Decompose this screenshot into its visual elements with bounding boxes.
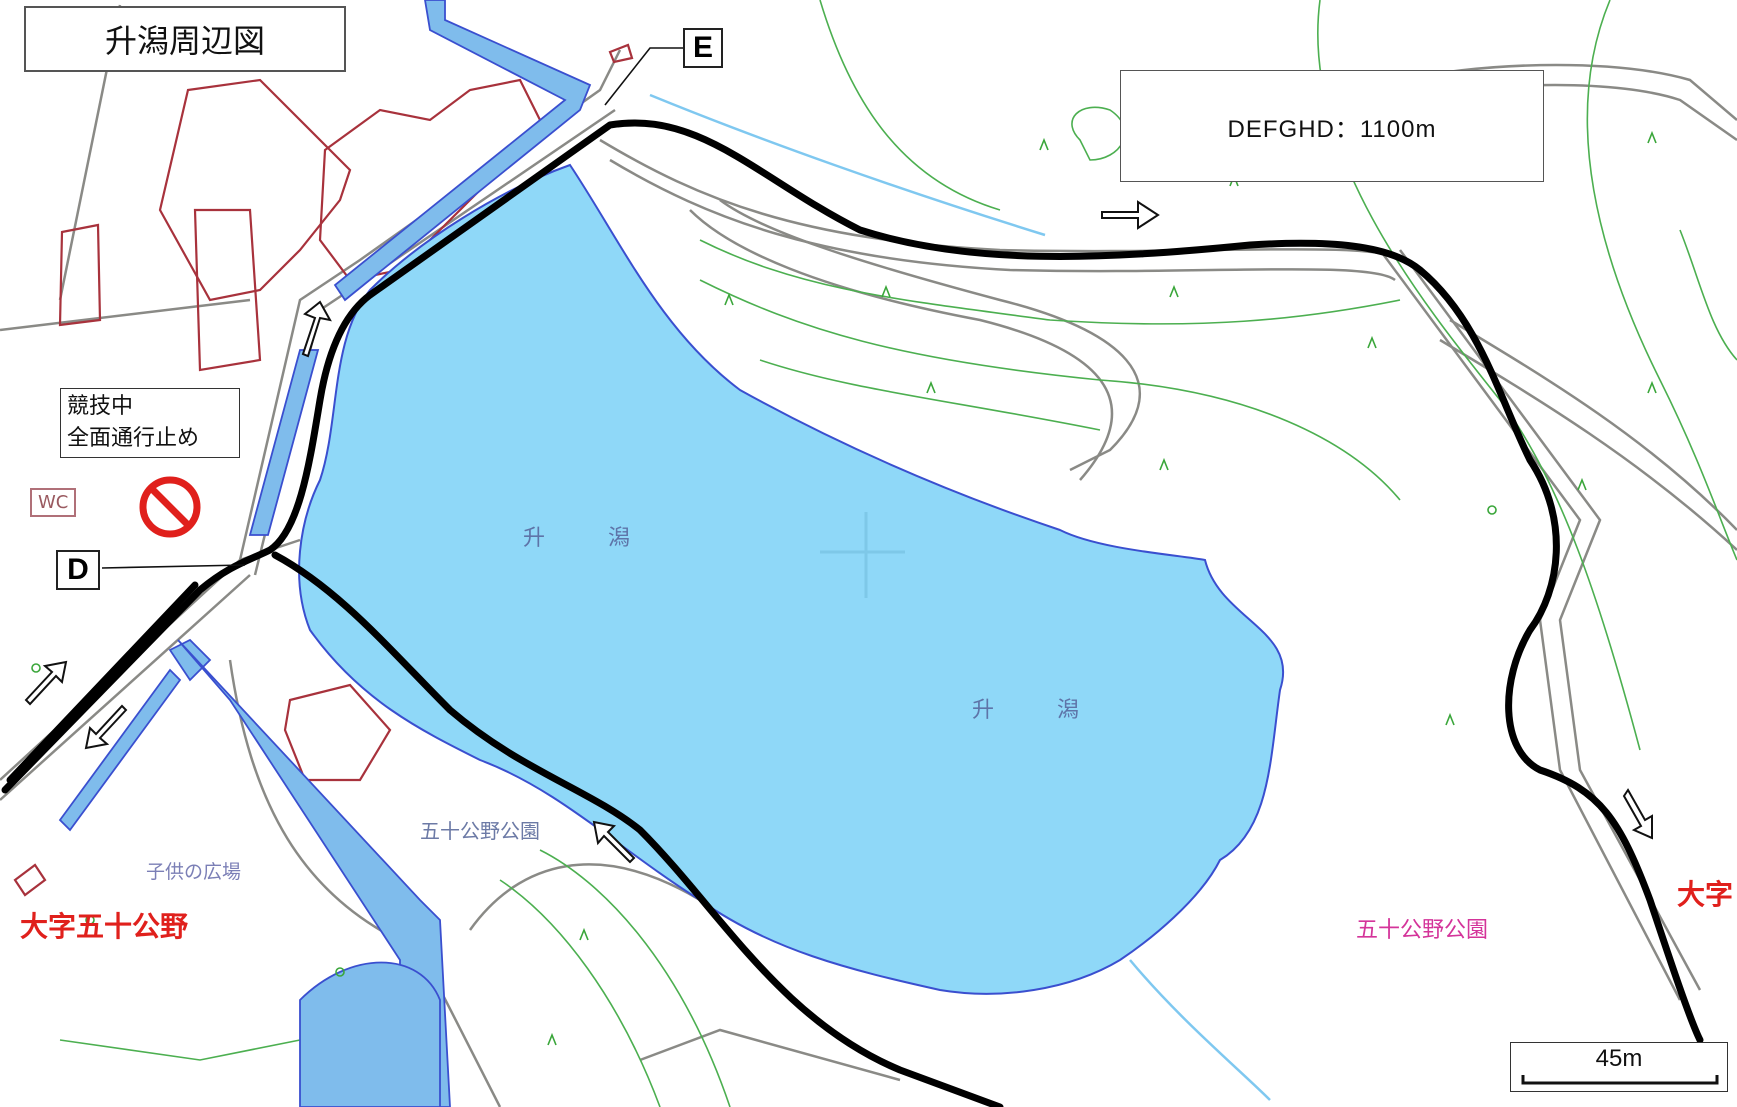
direction-arrow-icon — [1101, 200, 1160, 230]
closure-line-2: 全面通行止め — [67, 426, 200, 451]
race-course — [1, 119, 1704, 1107]
park-label: 五十公野公園 — [1356, 918, 1489, 943]
canals — [58, 0, 592, 1107]
district-label: 大字 — [1677, 878, 1734, 911]
map-title: 升潟周辺図 — [24, 6, 346, 72]
direction-arrow-icon — [24, 200, 1653, 864]
road-network — [0, 4, 1737, 1107]
scale-line — [1521, 1075, 1719, 1085]
direction-arrow-icon — [592, 820, 636, 864]
scale-label: 45m — [1595, 1045, 1643, 1072]
direction-arrow-icon — [24, 660, 68, 706]
district-label: 大字五十公野 — [20, 910, 189, 943]
scale-bar: 45m — [1510, 1042, 1728, 1092]
no-entry-icon — [139, 476, 201, 538]
course-distance-note: DEFGHD：1100m — [1120, 70, 1544, 182]
stream — [649, 93, 1046, 237]
point-d-label: D — [56, 550, 100, 590]
lake-label: 升 潟 — [972, 698, 1107, 723]
contour-lines — [59, 0, 1737, 1107]
stream — [1129, 959, 1271, 1101]
direction-arrow-icon — [1622, 788, 1653, 840]
plaza-label: 子供の広場 — [146, 861, 242, 883]
direction-arrow-icon — [301, 300, 332, 358]
leader-lines — [101, 47, 683, 569]
lake — [298, 163, 1285, 995]
direction-arrow-icon — [84, 704, 128, 750]
restroom-label: WC — [30, 488, 77, 517]
park-label: 五十公野公園 — [420, 819, 540, 843]
lake-label: 升 潟 — [523, 526, 658, 551]
road-closure-notice: 競技中 全面通行止め — [60, 388, 240, 458]
point-e-label: E — [683, 28, 723, 68]
closure-line-1: 競技中 — [67, 394, 134, 419]
lake-center-cross — [820, 512, 905, 598]
